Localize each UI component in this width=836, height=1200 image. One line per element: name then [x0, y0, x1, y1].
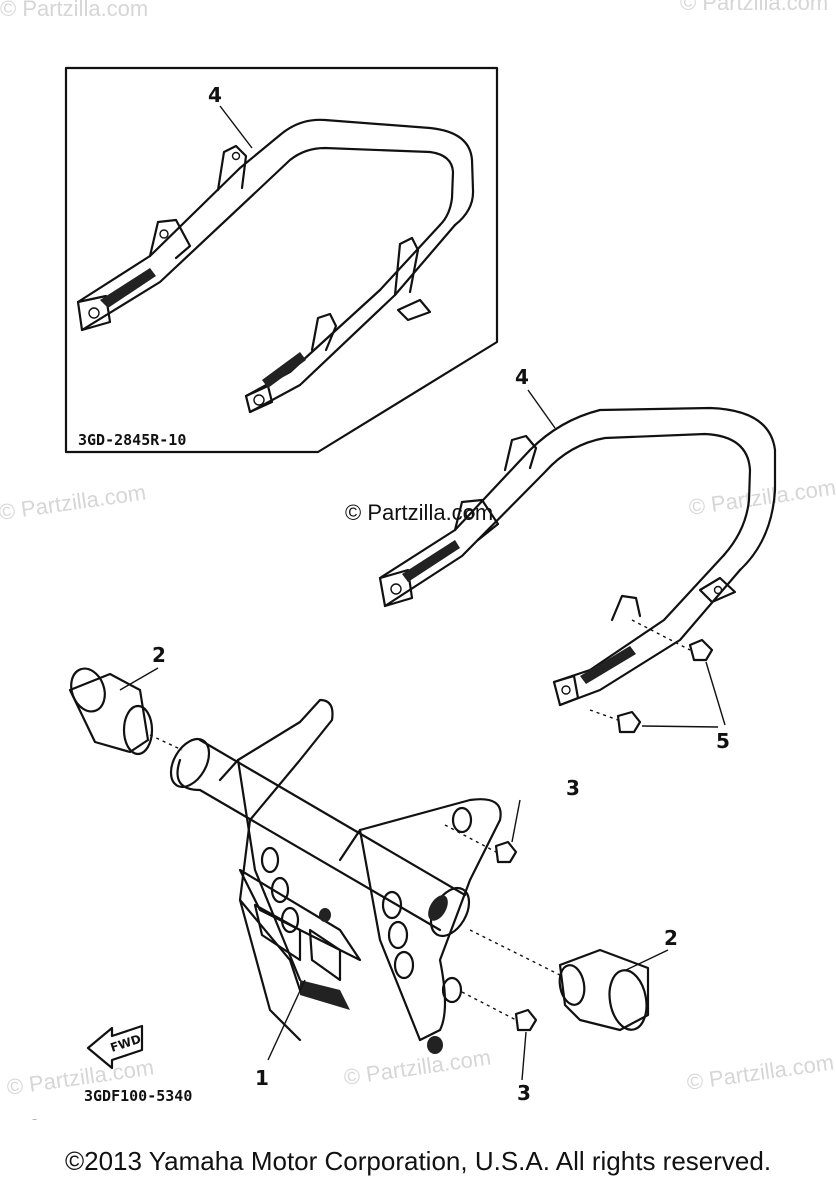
- callout-3-top: 3: [566, 776, 580, 800]
- watermark: © Partzilla.com: [687, 475, 836, 520]
- callout-2-right: 2: [664, 926, 678, 950]
- bolt-top: 3: [444, 776, 580, 864]
- watermark: © Partzilla.com: [342, 1045, 492, 1090]
- inset-callout-4: 4: [208, 83, 222, 107]
- svg-text:⌢: ⌢: [30, 1111, 39, 1120]
- bumper-end-left: 2: [68, 643, 183, 756]
- callout-1: 1: [255, 1066, 269, 1090]
- copyright-notice: ©2013 Yamaha Motor Corporation, U.S.A. A…: [64, 1146, 772, 1176]
- callout-5: 5: [716, 729, 730, 753]
- bumper-bracket: 1: [169, 698, 502, 1090]
- bumper-end-right: 2: [469, 926, 678, 1032]
- callout-2-left: 2: [152, 643, 166, 667]
- callout-4: 4: [515, 365, 529, 389]
- inset-box: 3GD-2845R-10 4: [64, 66, 499, 454]
- guard-rail-inset: [76, 118, 475, 414]
- watermark: © Partzilla.com: [0, 0, 148, 21]
- watermark: © Partzilla.com: [0, 480, 148, 525]
- drawing-code: 3GDF100-5340: [84, 1087, 192, 1105]
- bolt-pair: 5: [589, 619, 730, 753]
- watermark: © Partzilla.com: [680, 0, 828, 15]
- callout-3-bottom: 3: [517, 1081, 531, 1105]
- inset-part-code: 3GD-2845R-10: [78, 431, 186, 449]
- bolt-bottom: 3: [461, 991, 538, 1105]
- watermark: © Partzilla.com: [345, 500, 493, 525]
- parts-diagram: © Partzilla.com © Partzilla.com © Partzi…: [0, 0, 836, 1120]
- guard-rail: 4 © Partzilla.com: [345, 365, 777, 707]
- watermark: © Partzilla.com: [685, 1050, 835, 1095]
